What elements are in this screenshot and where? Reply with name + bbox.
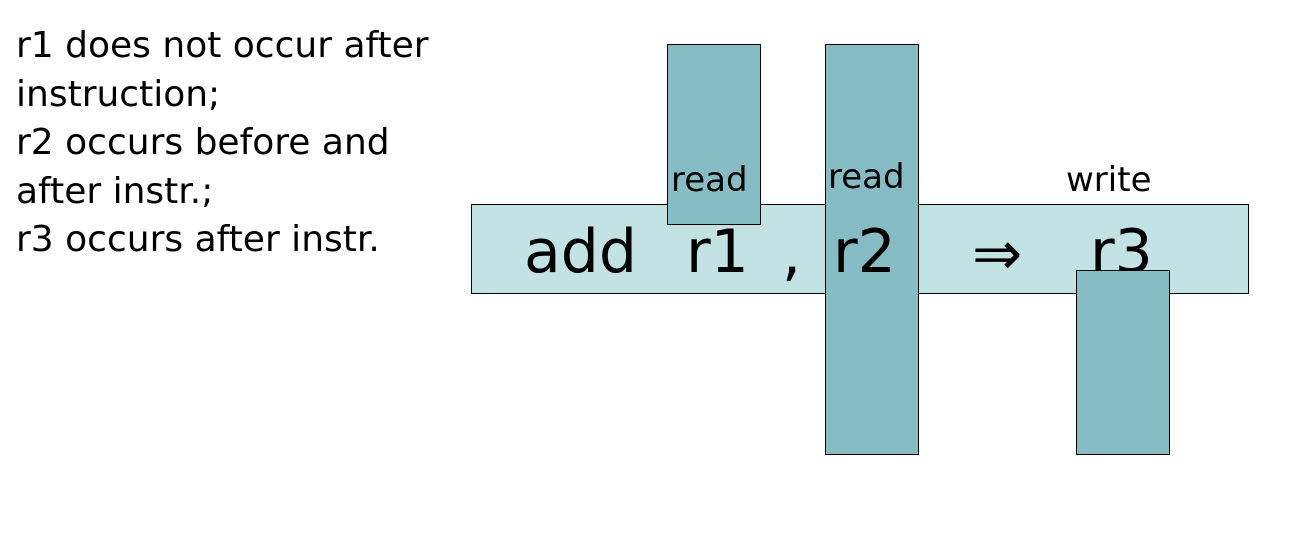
r1-read-bar [667, 44, 761, 225]
note-line-1: r1 does not occur after [16, 25, 429, 66]
note-line-2: instruction; [16, 73, 221, 115]
r2-read-bar [825, 44, 919, 455]
r1-read-label: read [671, 160, 748, 200]
explanation-text: r1 does not occur after instruction; r2 … [16, 22, 466, 265]
opcode-add: add [524, 217, 637, 287]
r3-write-bar [1076, 270, 1170, 455]
r2-read-label: read [828, 157, 905, 197]
note-line-4: after instr.; [16, 170, 214, 212]
operand-r1: r1 [686, 217, 749, 287]
operand-comma: , [782, 219, 802, 289]
operand-r2: r2 [833, 217, 896, 287]
r3-write-label: write [1066, 160, 1152, 200]
arrow-implies: ⇒ [972, 219, 1023, 289]
note-line-5: r3 occurs after instr. [16, 219, 380, 260]
note-line-3: r2 occurs before and [16, 122, 390, 163]
